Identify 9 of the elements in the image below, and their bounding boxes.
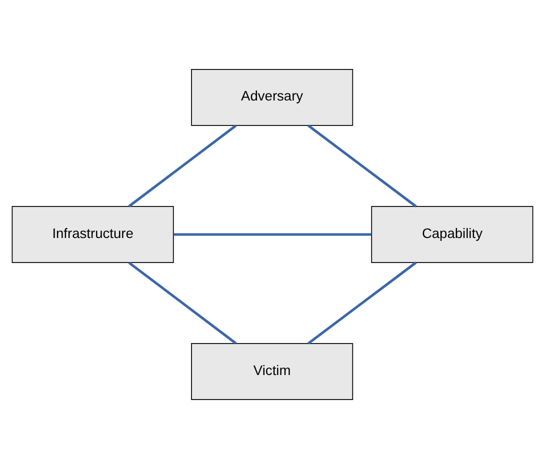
connector	[308, 124, 417, 207]
node-box: Victim	[191, 342, 354, 400]
node-box: Infrastructure	[12, 206, 174, 262]
node-box: Adversary	[191, 68, 354, 126]
connector	[307, 261, 417, 344]
connector	[128, 261, 237, 344]
connector	[128, 124, 237, 207]
node-box: Capability	[371, 206, 534, 262]
connector	[174, 232, 372, 236]
